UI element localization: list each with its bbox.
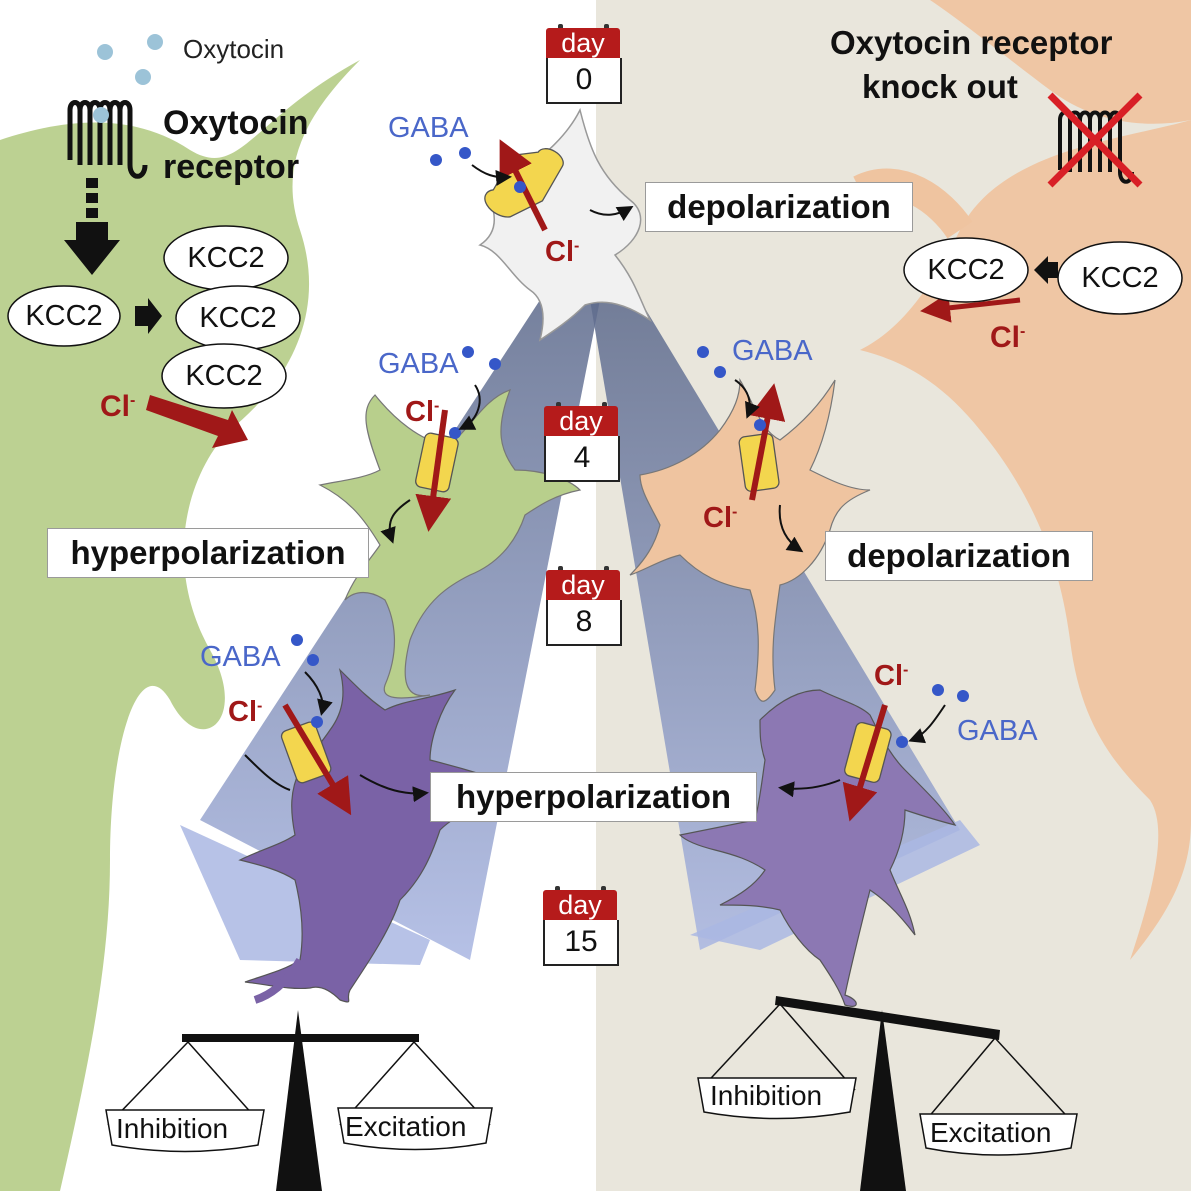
day8-purple-neuron-left	[238, 668, 533, 1003]
kcc2-ko-left: KCC2	[927, 253, 1005, 286]
tilted-scale	[697, 996, 1078, 1191]
knockout-title-line2: knock out	[862, 68, 1018, 105]
kcc2-single: KCC2	[25, 299, 103, 332]
gaba-label-peach: GABA	[732, 335, 813, 367]
day4-peach-channel	[697, 346, 804, 553]
calendar-day-4: day 4	[542, 402, 622, 486]
gaba-label-purple-left: GABA	[200, 641, 281, 673]
gaba-label-purple-right: GABA	[957, 715, 1038, 747]
left-excitation-label: Excitation	[345, 1111, 467, 1142]
receptor-label-line2: receptor	[163, 148, 300, 186]
oxytocin-receptor-coil	[67, 100, 148, 179]
big-peach-neuron	[860, 0, 1191, 960]
kcc2-stack-middle: KCC2	[199, 301, 277, 334]
gaba-label-day0: GABA	[388, 112, 469, 144]
kcc2-stack-bottom: KCC2	[185, 359, 263, 392]
depolarization-box-day0: depolarization	[645, 182, 913, 232]
calendar-day-8: day 8	[544, 566, 624, 650]
chloride-label-purple-left: Cl-	[228, 696, 263, 728]
chloride-label-purple-right: Cl-	[874, 660, 909, 692]
receptor-label-line1: Oxytocin	[163, 104, 309, 142]
left-inhibition-label: Inhibition	[116, 1113, 229, 1144]
day8-purple-neuron-right	[678, 689, 957, 1007]
kcc2-ko-right: KCC2	[1081, 261, 1159, 294]
right-inhibition-label: Inhibition	[710, 1080, 823, 1111]
kcc2-stack-top: KCC2	[187, 241, 265, 274]
knockout-title-line1: Oxytocin receptor	[830, 24, 1113, 61]
balanced-scale	[105, 1010, 493, 1191]
left-chloride-label: Cl-	[100, 390, 136, 423]
right-chloride-label: Cl-	[990, 321, 1026, 354]
calendar-day-0: day 0	[544, 24, 624, 108]
oxytocin-label: Oxytocin	[183, 34, 285, 64]
day8-left-channel	[244, 634, 429, 816]
gaba-label-green: GABA	[378, 348, 459, 380]
right-excitation-label: Excitation	[930, 1117, 1052, 1148]
hyperpolarization-box-green: hyperpolarization	[47, 528, 369, 578]
depolarization-box-peach: depolarization	[825, 531, 1093, 581]
day8-right-channel	[778, 684, 969, 822]
hyperpolarization-box-purple: hyperpolarization	[430, 772, 757, 822]
chloride-label-green: Cl-	[405, 396, 440, 428]
chloride-label-day0: Cl-	[545, 236, 580, 268]
chloride-label-peach: Cl-	[703, 502, 738, 534]
day0-channel	[430, 139, 634, 232]
calendar-day-15: day 15	[541, 886, 621, 970]
day4-green-channel	[380, 346, 501, 544]
day0-neuron	[478, 107, 652, 342]
